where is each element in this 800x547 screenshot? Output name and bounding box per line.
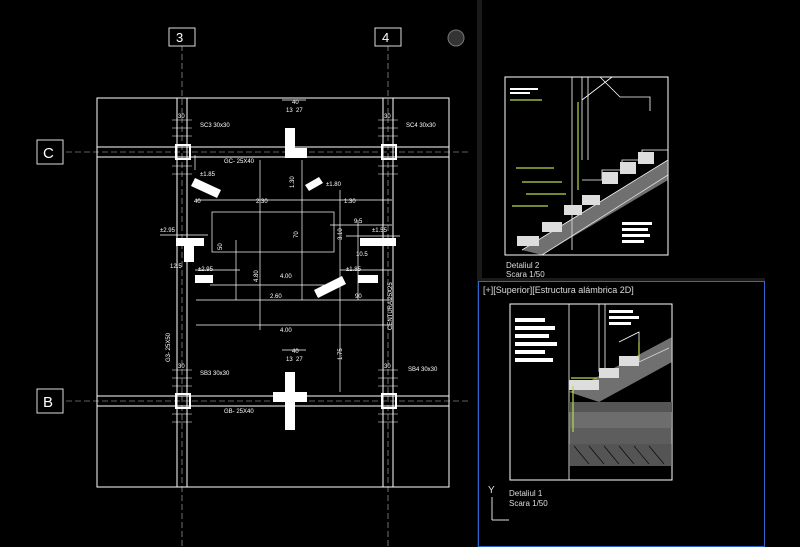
- dim-30a: 30: [178, 114, 185, 120]
- detail-1-viewport[interactable]: [+][Superior][Estructura alámbrica 2D]: [478, 281, 765, 547]
- dimension-lines: [160, 99, 400, 392]
- column-sc4: [381, 144, 397, 160]
- stair-flight-1: [191, 178, 221, 198]
- detail-2-title: Detaliul 2: [506, 261, 540, 270]
- layer-gravel: [569, 412, 672, 428]
- dim-125: 12.5: [170, 264, 182, 270]
- tick-stacks: [172, 119, 398, 423]
- level-1: ±2.95: [160, 228, 176, 234]
- beam-label-right: CENTURA 25X25: [388, 282, 394, 330]
- detail-2-scale: Scara 1/50: [506, 270, 545, 278]
- detail-1-title: Detaliul 1: [509, 489, 543, 498]
- grid-label-c: C: [43, 145, 54, 162]
- dim-260: 2.60: [270, 294, 282, 300]
- dim-130: 1.30: [290, 176, 296, 188]
- column-sc3: [175, 144, 191, 160]
- detail-1-frame: [509, 303, 673, 481]
- column-label-sb4: SB4 30x30: [408, 367, 438, 373]
- landing-block-3: [360, 238, 396, 246]
- layer-screed: [569, 402, 672, 412]
- ucs-axis-y: Y: [488, 485, 495, 496]
- column-sb4: [381, 393, 397, 409]
- dim-30c: 30: [178, 364, 185, 370]
- dim-130b: 1.30: [344, 199, 356, 205]
- dim-400b: 4.00: [280, 328, 292, 334]
- layer-concrete: [569, 428, 672, 444]
- grid-bubble-3: [168, 27, 196, 47]
- detail-1-scale: Scara 1/50: [509, 499, 548, 508]
- column-sb3: [175, 393, 191, 409]
- dim-40b: 40: [292, 349, 299, 355]
- ucs-icon: [491, 497, 509, 521]
- dim-30d: 30: [384, 364, 391, 370]
- viewport-controls-label[interactable]: [+][Superior][Estructura alámbrica 2D]: [483, 285, 634, 295]
- dim-70: 70: [294, 231, 300, 238]
- dim-40a: 40: [292, 100, 299, 106]
- landing-block-4: [273, 372, 307, 430]
- dim-13a: 13: [286, 108, 293, 114]
- dim-105: 10.5: [356, 252, 368, 258]
- dim-175: 1.75: [338, 348, 344, 360]
- stair-flight-4: [314, 276, 346, 298]
- beam-label-bottom: GB- 25X40: [224, 409, 254, 415]
- level-5: ±1.80: [326, 182, 342, 188]
- stair-flight-3: [195, 275, 213, 283]
- dim-310: 3.10: [338, 228, 344, 240]
- detail-1-drawing: Y Detaliul 1 Scara 1/50: [488, 303, 673, 521]
- beam-label-top: GC- 25X40: [224, 159, 255, 165]
- landing-block-2: [176, 238, 204, 262]
- detail-2-drawing: Detaliul 2 Scara 1/50: [504, 76, 669, 278]
- stair-section-1: [569, 337, 672, 402]
- dim-480: 4.80: [254, 270, 260, 282]
- level-2: ±1.85: [200, 172, 216, 178]
- grid-label-3: 3: [176, 30, 183, 45]
- viewport-divider-vertical[interactable]: [477, 0, 482, 547]
- column-label-sb3: SB3 30x30: [200, 371, 230, 377]
- grid-bubble-4: [374, 27, 402, 47]
- grid-lines: [66, 45, 470, 547]
- dim-50: 50: [218, 243, 224, 250]
- dim-95: 9.5: [354, 219, 363, 225]
- dim-40c: 40: [194, 199, 201, 205]
- dim-400: 4.00: [280, 274, 292, 280]
- stair-flight-2: [305, 177, 323, 191]
- compass-icon: [447, 29, 465, 47]
- level-3: ±2.95: [198, 267, 214, 273]
- beam-label-left: G3- 25X50: [166, 332, 172, 362]
- grid-label-4: 4: [382, 30, 389, 45]
- column-label-sc3: SC3 30x30: [200, 123, 230, 129]
- dim-90: 90: [355, 294, 362, 300]
- main-viewport[interactable]: 3 4 C B SC3 30x30 SC4 30x30 SB3 30x30 SB…: [0, 0, 477, 547]
- column-label-sc4: SC4 30x30: [406, 123, 436, 129]
- viewport-divider-horizontal[interactable]: [482, 278, 765, 281]
- dim-27a: 27: [296, 108, 303, 114]
- floor-plan-drawing: 3 4 C B SC3 30x30 SC4 30x30 SB3 30x30 SB…: [36, 27, 470, 547]
- landing-block-1: [285, 128, 307, 158]
- stair-section-hatch: [522, 160, 668, 255]
- dim-27b: 27: [296, 357, 303, 363]
- detail-2-viewport[interactable]: Detaliul 2 Scara 1/50: [482, 0, 765, 278]
- dim-30b: 30: [384, 114, 391, 120]
- sheet-frame: [96, 97, 450, 488]
- stair-flight-5: [358, 275, 378, 283]
- dim-13b: 13: [286, 357, 293, 363]
- level-4: ±1.55: [372, 228, 388, 234]
- grid-label-b: B: [43, 394, 53, 411]
- grid-bubble-c: [36, 139, 64, 165]
- dim-230: 2.30: [256, 199, 268, 205]
- level-6: ±1.85: [346, 267, 362, 273]
- grid-bubble-b: [36, 388, 64, 414]
